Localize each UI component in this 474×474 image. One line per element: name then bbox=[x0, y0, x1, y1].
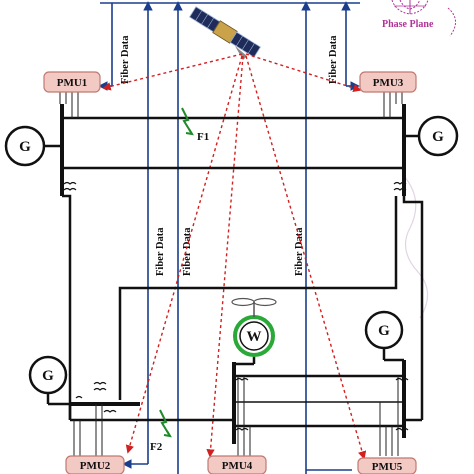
fault-label-f2: F2 bbox=[150, 441, 163, 453]
line-1-2 bbox=[62, 194, 72, 420]
phase-plane-label: Phase Plane bbox=[382, 19, 434, 30]
pmu-box-4: PMU4 bbox=[207, 455, 267, 474]
pmu-label-1: PMU1 bbox=[57, 77, 88, 89]
fault-label-f1: F1 bbox=[197, 131, 209, 143]
pmu-label-2: PMU2 bbox=[80, 460, 111, 472]
generator-label-bus5: G bbox=[378, 323, 390, 339]
pmu-box-2: PMU2 bbox=[65, 455, 125, 474]
gps-link-pmu5 bbox=[245, 55, 367, 460]
gps-links bbox=[102, 53, 367, 460]
line-3-5 bbox=[402, 196, 424, 420]
pmu-box-1: PMU1 bbox=[43, 71, 101, 93]
lightning-fault-icon-f2: F2 bbox=[150, 409, 172, 453]
fiber-label-pmu3: Fiber Data bbox=[328, 35, 339, 84]
lightning-fault-icon-f1: F1 bbox=[181, 107, 209, 143]
pmu-label-4: PMU4 bbox=[222, 460, 253, 472]
fiber-label-pmu2: Fiber Data bbox=[155, 227, 166, 276]
line-2-3 bbox=[118, 196, 398, 400]
fiber-label-pmu1: Fiber Data bbox=[120, 35, 131, 84]
gps-link-pmu2 bbox=[125, 55, 243, 454]
fiber-label-pmu4: Fiber Data bbox=[182, 227, 193, 276]
generator-icon-bus1: G bbox=[4, 125, 62, 167]
generator-label-bus1: G bbox=[19, 139, 31, 155]
generator-icon-bus3: G bbox=[404, 115, 459, 157]
pmu-box-3: PMU3 bbox=[359, 71, 417, 93]
generator-label-bus2: G bbox=[42, 368, 54, 384]
generator-icon-bus2: G bbox=[28, 355, 70, 406]
gps-link-pmu4 bbox=[206, 55, 244, 458]
power-network bbox=[59, 92, 424, 458]
wind-turbine-icon: W bbox=[231, 297, 277, 366]
generator-icon-bus5: G bbox=[364, 310, 404, 362]
phase-plane-icon: Phase Plane bbox=[382, 0, 456, 37]
generator-label-bus3: G bbox=[432, 129, 444, 145]
pmu-box-5: PMU5 bbox=[357, 457, 417, 474]
gps-link-pmu3 bbox=[245, 53, 362, 92]
phase-wave-decoration bbox=[403, 175, 429, 319]
pmu-label-5: PMU5 bbox=[372, 461, 403, 473]
fiber-label-pmu5: Fiber Data bbox=[294, 227, 305, 276]
wind-label: W bbox=[247, 329, 262, 345]
pmu-label-3: PMU3 bbox=[373, 77, 404, 89]
fiber-network bbox=[98, 1, 360, 474]
satellite-icon bbox=[189, 6, 261, 60]
